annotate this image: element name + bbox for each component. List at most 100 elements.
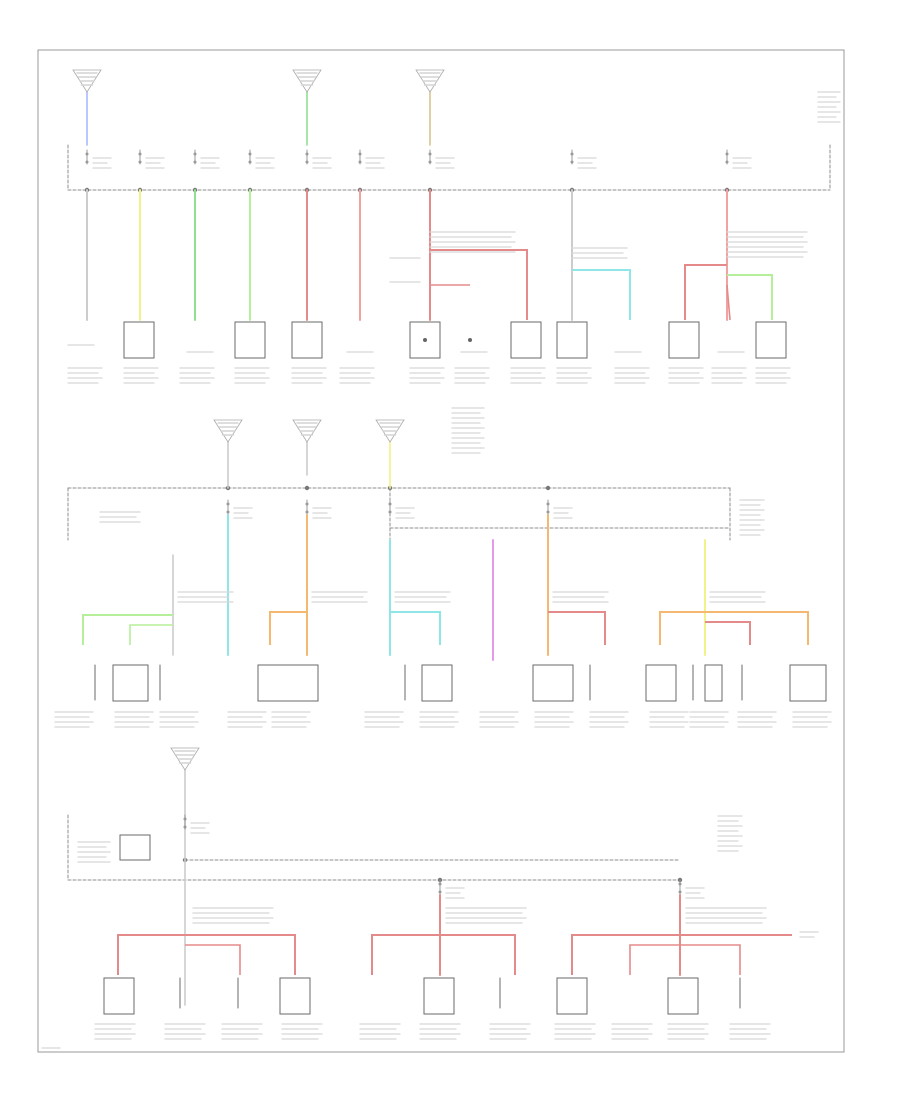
component-box-icon <box>668 321 700 359</box>
wire-branch <box>571 934 680 975</box>
fuse-icon <box>138 149 142 165</box>
component-label <box>99 511 141 523</box>
fuse-label <box>190 822 210 834</box>
fuse-terminal <box>305 160 309 164</box>
component-label <box>556 367 592 384</box>
fuse-label <box>685 887 705 899</box>
wire-branch <box>659 611 705 645</box>
wire-callout-label <box>311 591 368 603</box>
bus-bars <box>67 144 831 883</box>
component-label <box>419 711 459 728</box>
component-label <box>67 367 103 384</box>
component-label <box>364 711 404 728</box>
component-label <box>611 1023 653 1040</box>
component-label <box>114 711 154 728</box>
fuse-icon <box>678 879 682 895</box>
component-box-icon <box>755 321 787 359</box>
wire-branch <box>185 944 241 975</box>
power-source-icon <box>292 419 322 443</box>
illegible-labels <box>41 91 841 1049</box>
component-label <box>221 1023 263 1040</box>
fuse-terminal <box>226 502 230 506</box>
component-box-icon <box>257 664 319 702</box>
component-label <box>649 711 689 728</box>
fuse-label <box>233 507 253 519</box>
fuse-terminal <box>546 502 550 506</box>
fuse-icon <box>725 149 729 165</box>
wire-callout-label <box>726 231 808 258</box>
fuse-label <box>92 157 112 169</box>
wire-branch <box>680 944 741 975</box>
fuse-terminal <box>183 817 187 821</box>
component-label <box>123 367 159 384</box>
fuse-label <box>200 157 220 169</box>
component-label <box>164 1023 206 1040</box>
fuse-terminal <box>428 152 432 156</box>
fuse-terminal <box>183 825 187 829</box>
fuse-label <box>312 157 332 169</box>
fuse-terminal <box>305 510 309 514</box>
fuse-icon <box>85 149 89 165</box>
fuse-label <box>553 507 573 519</box>
component-label <box>489 1023 531 1040</box>
component-label <box>729 1023 771 1040</box>
source-label <box>451 407 485 454</box>
fuse-terminal <box>570 160 574 164</box>
component-label <box>291 367 327 384</box>
wire-branch <box>129 624 173 645</box>
fuse-terminal <box>248 160 252 164</box>
component-box-icon <box>123 321 155 359</box>
wire-branch <box>727 274 773 320</box>
wire-branch <box>440 934 516 975</box>
wire-branch <box>705 611 809 645</box>
wire-branch <box>117 934 185 975</box>
component-label <box>554 1023 596 1040</box>
wire-branch <box>726 284 731 321</box>
fuse-terminal <box>546 510 550 514</box>
bus-label-bottom <box>717 815 743 852</box>
component-box-icon <box>645 664 677 702</box>
component-label <box>234 367 270 384</box>
fuse-terminal <box>570 152 574 156</box>
component-label <box>339 367 375 384</box>
wire-branch <box>430 249 528 320</box>
power-source-icon <box>72 69 102 93</box>
relay-box-icon <box>119 834 151 861</box>
connector-dot-icon <box>423 338 427 342</box>
connector-dot-icon <box>304 485 310 491</box>
fuse-terminal <box>438 890 442 894</box>
fuse-terminal <box>358 152 362 156</box>
power-sources <box>72 69 445 771</box>
fuse-icon <box>438 879 442 895</box>
fuse-icon <box>305 499 309 515</box>
component-label <box>359 1023 401 1040</box>
component-box-icon <box>667 977 699 1015</box>
fuse-terminal <box>678 882 682 886</box>
wire-branch <box>629 944 680 975</box>
fuse-terminal <box>428 160 432 164</box>
component-box-icon <box>421 664 453 702</box>
fuse-terminal <box>725 152 729 156</box>
fuse-terminal <box>388 510 392 514</box>
fuse-label <box>312 507 332 519</box>
fuse-icon <box>388 499 392 515</box>
bus-label-middle <box>739 499 765 536</box>
wire-callout-label <box>177 591 234 603</box>
component-label <box>510 367 546 384</box>
fuse-icon <box>226 499 230 515</box>
component-label <box>54 711 94 728</box>
component-box-icon <box>510 321 542 359</box>
component-label <box>179 367 215 384</box>
component-box-icon <box>556 977 588 1015</box>
power-source-icon <box>375 419 405 443</box>
diagram-frame <box>37 49 845 1053</box>
wire-callout-label <box>685 907 767 924</box>
component-box-icon <box>234 321 266 359</box>
fuse-terminal <box>85 152 89 156</box>
wire-callout-label <box>552 591 609 603</box>
fuse-icon <box>570 149 574 165</box>
fuse-label <box>732 157 752 169</box>
power-source-icon <box>213 419 243 443</box>
component-label <box>589 711 629 728</box>
